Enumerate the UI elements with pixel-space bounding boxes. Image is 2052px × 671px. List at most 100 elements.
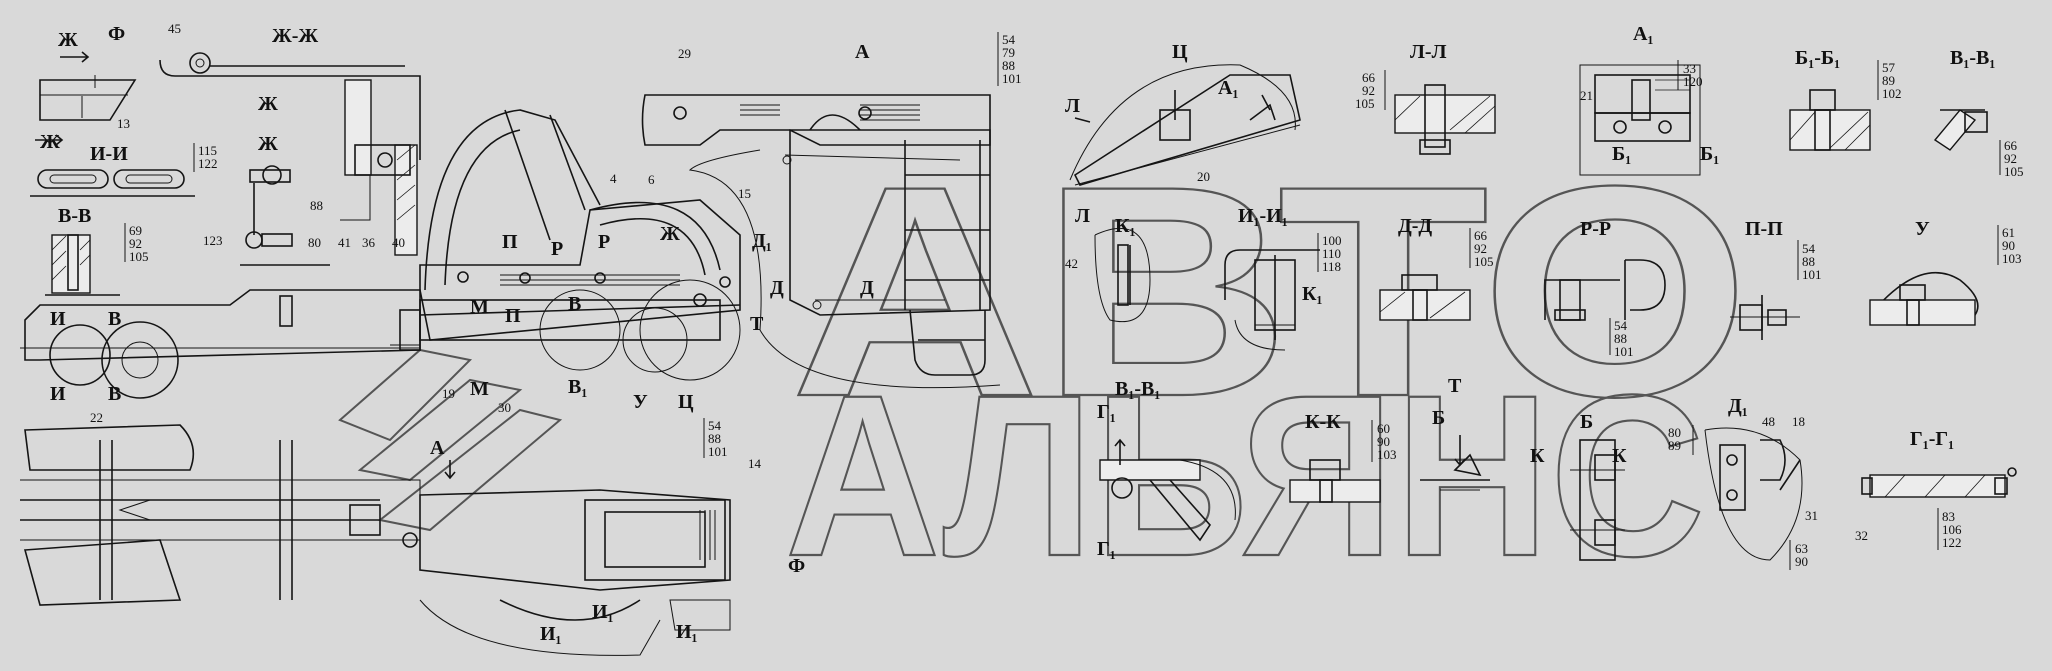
svg-text:105: 105 xyxy=(1355,96,1375,111)
detail-l-l xyxy=(1394,84,1496,155)
cutmark-b: Б xyxy=(1432,407,1445,429)
louver-row xyxy=(500,274,680,286)
cutmark-i1b: И₁ xyxy=(676,621,698,643)
detail-zh-small xyxy=(240,165,330,266)
cutmark-i1c: И₁ xyxy=(540,623,562,645)
svg-text:110: 110 xyxy=(1322,246,1341,261)
plan-view xyxy=(20,424,731,656)
cut-marks: Ж Ж И И В В П П Р Р М М В В₁ Д Д Д₁ Т У … xyxy=(40,77,1719,645)
callout-48: 48 xyxy=(1762,414,1775,429)
callout-42: 42 xyxy=(1065,256,1078,271)
label-zh: Ж xyxy=(58,29,78,51)
cutmark-k1: К₁ xyxy=(1302,283,1323,305)
label-d-d: Д-Д xyxy=(1398,215,1432,237)
stack-57-89-102: 57 89 102 xyxy=(1877,60,1902,101)
cutmark-m2: М xyxy=(470,378,489,400)
svg-text:92: 92 xyxy=(1474,241,1487,256)
callout-6: 6 xyxy=(648,172,655,187)
callout-21: 21 xyxy=(1580,88,1593,103)
callout-4: 4 xyxy=(610,171,617,186)
label-b: Б xyxy=(1580,411,1593,433)
detail-v-v xyxy=(45,234,120,296)
stack-100-110-118: 100 110 118 xyxy=(1317,233,1342,274)
svg-text:103: 103 xyxy=(2002,251,2022,266)
cutmark-g1b: Г₁ xyxy=(1097,538,1116,560)
stack-66-92-105-a: 66 92 105 xyxy=(1355,70,1386,111)
callout-15: 15 xyxy=(738,186,751,201)
stack-63-90: 63 90 xyxy=(1789,540,1808,570)
label-l-l: Л-Л xyxy=(1410,41,1447,63)
label-zh-zh: Ж-Ж xyxy=(272,25,318,47)
detail-ts xyxy=(1069,64,1301,186)
cutmark-ts: Ц xyxy=(678,391,694,413)
svg-text:115: 115 xyxy=(198,143,217,158)
callout-30: 30 xyxy=(498,400,511,415)
svg-text:88: 88 xyxy=(1614,331,1627,346)
cutmark-l2: Л xyxy=(1075,205,1090,227)
cutmark-i: И xyxy=(50,308,66,330)
section-labels: Ж Ф Ж-Ж А Ц Л-Л А₁ Б₁-Б₁ В₁-В₁ И-И Ж В-В… xyxy=(58,23,1995,577)
stack-54-88-101-c: 54 88 101 xyxy=(703,418,728,459)
label-f-view: Ф xyxy=(788,555,805,577)
svg-text:105: 105 xyxy=(2004,164,2024,179)
stack-83-106-122: 83 106 122 xyxy=(1937,508,1962,550)
svg-text:63: 63 xyxy=(1795,541,1808,556)
callout-14: 14 xyxy=(748,456,762,471)
detail-f xyxy=(39,75,137,121)
cutmark-d1: Д₁ xyxy=(752,230,772,252)
svg-text:69: 69 xyxy=(129,223,142,238)
svg-text:120: 120 xyxy=(1683,74,1703,89)
svg-text:101: 101 xyxy=(1002,71,1022,86)
svg-text:122: 122 xyxy=(198,156,218,171)
cutmark-i2: И xyxy=(50,383,66,405)
cutmark-zh2: Ж xyxy=(258,93,278,115)
svg-text:88: 88 xyxy=(708,431,721,446)
cutmark-d2: Д xyxy=(860,277,874,299)
svg-text:89: 89 xyxy=(1882,73,1895,88)
label-d1: Д₁ xyxy=(1728,395,1748,417)
svg-text:54: 54 xyxy=(1802,241,1816,256)
svg-text:66: 66 xyxy=(1474,228,1488,243)
cutmark-p: П xyxy=(502,231,518,253)
svg-text:118: 118 xyxy=(1322,259,1341,274)
watermark-logo xyxy=(338,348,563,532)
label-a1: А₁ xyxy=(1633,23,1653,45)
callout-18: 18 xyxy=(1792,414,1805,429)
detail-d-d xyxy=(1379,274,1471,321)
svg-text:66: 66 xyxy=(2004,138,2018,153)
svg-text:60: 60 xyxy=(1377,421,1390,436)
stack-69-92-105: 69 92 105 xyxy=(124,223,149,264)
svg-text:83: 83 xyxy=(1942,509,1955,524)
detail-a1 xyxy=(1579,64,1701,176)
svg-text:102: 102 xyxy=(1882,86,1902,101)
detail-k-k xyxy=(1289,459,1381,503)
main-side-view xyxy=(390,109,741,381)
svg-text:89: 89 xyxy=(1668,438,1681,453)
label-r-r: Р-Р xyxy=(1580,218,1611,240)
svg-text:90: 90 xyxy=(1795,554,1808,569)
detail-b-bottom xyxy=(1570,439,1625,561)
svg-text:54: 54 xyxy=(708,418,722,433)
stack-115-122: 115 122 xyxy=(193,143,218,172)
label-i-i: И-И xyxy=(90,143,128,165)
callout-80: 80 xyxy=(308,235,321,250)
svg-text:100: 100 xyxy=(1322,233,1342,248)
cutmark-g1: Г₁ xyxy=(1097,401,1116,423)
label-a: А xyxy=(855,41,870,63)
detail-i-i xyxy=(30,169,195,197)
cutmark-zh: Ж xyxy=(40,131,60,153)
label-v1-v1: В₁-В₁ xyxy=(1950,47,1995,69)
stack-60-90-103: 60 90 103 xyxy=(1371,420,1397,462)
detail-v1-v1-bottom xyxy=(1099,459,1236,542)
cutmark-k2: К xyxy=(1612,445,1627,467)
callout-40: 40 xyxy=(392,235,405,250)
svg-text:88: 88 xyxy=(1802,254,1815,269)
svg-text:33: 33 xyxy=(1683,61,1696,76)
callout-stacks: 54 79 88 101 66 92 105 33 120 57 89 102 … xyxy=(124,32,2024,570)
callouts: 45 13 29 4 6 15 20 88 123 80 41 36 40 21… xyxy=(90,21,1868,543)
callout-19: 19 xyxy=(442,386,455,401)
svg-text:105: 105 xyxy=(1474,254,1494,269)
cutmark-v2: В xyxy=(108,383,121,405)
cut-arrows xyxy=(35,51,1466,480)
detail-b1-b1 xyxy=(1789,89,1871,151)
